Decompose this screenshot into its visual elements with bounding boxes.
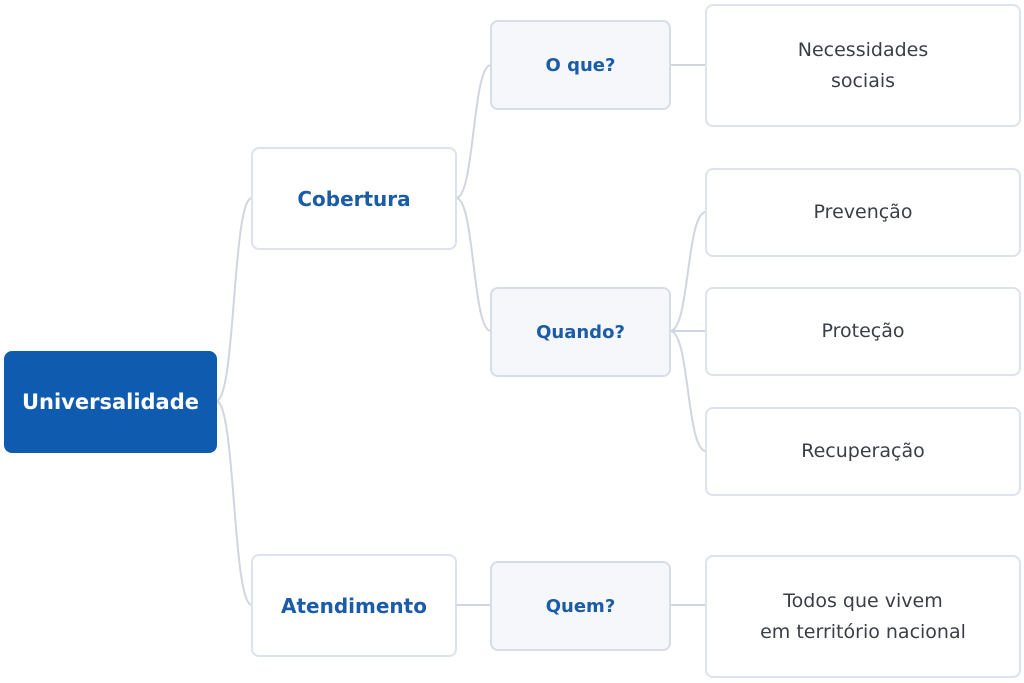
node-quem: Quem? xyxy=(490,561,671,651)
node-cobertura: Cobertura xyxy=(251,147,457,250)
node-recuperacao: Recuperação xyxy=(705,407,1021,496)
node-quando: Quando? xyxy=(490,287,671,377)
connector-cobertura-quando xyxy=(455,197,492,332)
connector-root-cobertura xyxy=(215,197,253,402)
connector-quando-recuperacao xyxy=(669,330,707,452)
quando-label: Quando? xyxy=(536,321,625,343)
connector-cobertura-oque xyxy=(455,64,492,199)
cobertura-label: Cobertura xyxy=(297,186,411,211)
o-que-label: O que? xyxy=(545,54,616,76)
root-node-universalidade: Universalidade xyxy=(4,351,217,453)
quem-label: Quem? xyxy=(545,595,616,617)
protecao-text: Proteção xyxy=(821,320,905,343)
o-que-answer-text: Necessidades sociais xyxy=(797,39,929,92)
quem-answer-text: Todos que vivem em território nacional xyxy=(760,590,966,643)
connector-root-atendimento xyxy=(215,400,253,606)
node-necessidades-sociais: Necessidades sociais xyxy=(705,4,1021,127)
atendimento-label: Atendimento xyxy=(281,593,427,618)
connector-quando-prevencao xyxy=(669,211,707,332)
node-o-que: O que? xyxy=(490,20,671,110)
root-label: Universalidade xyxy=(21,390,200,414)
recuperacao-text: Recuperação xyxy=(801,440,925,463)
node-prevencao: Prevenção xyxy=(705,168,1021,257)
node-atendimento: Atendimento xyxy=(251,554,457,657)
node-protecao: Proteção xyxy=(705,287,1021,376)
node-todos-que-vivem: Todos que vivem em território nacional xyxy=(705,555,1021,678)
prevencao-text: Prevenção xyxy=(813,201,913,224)
